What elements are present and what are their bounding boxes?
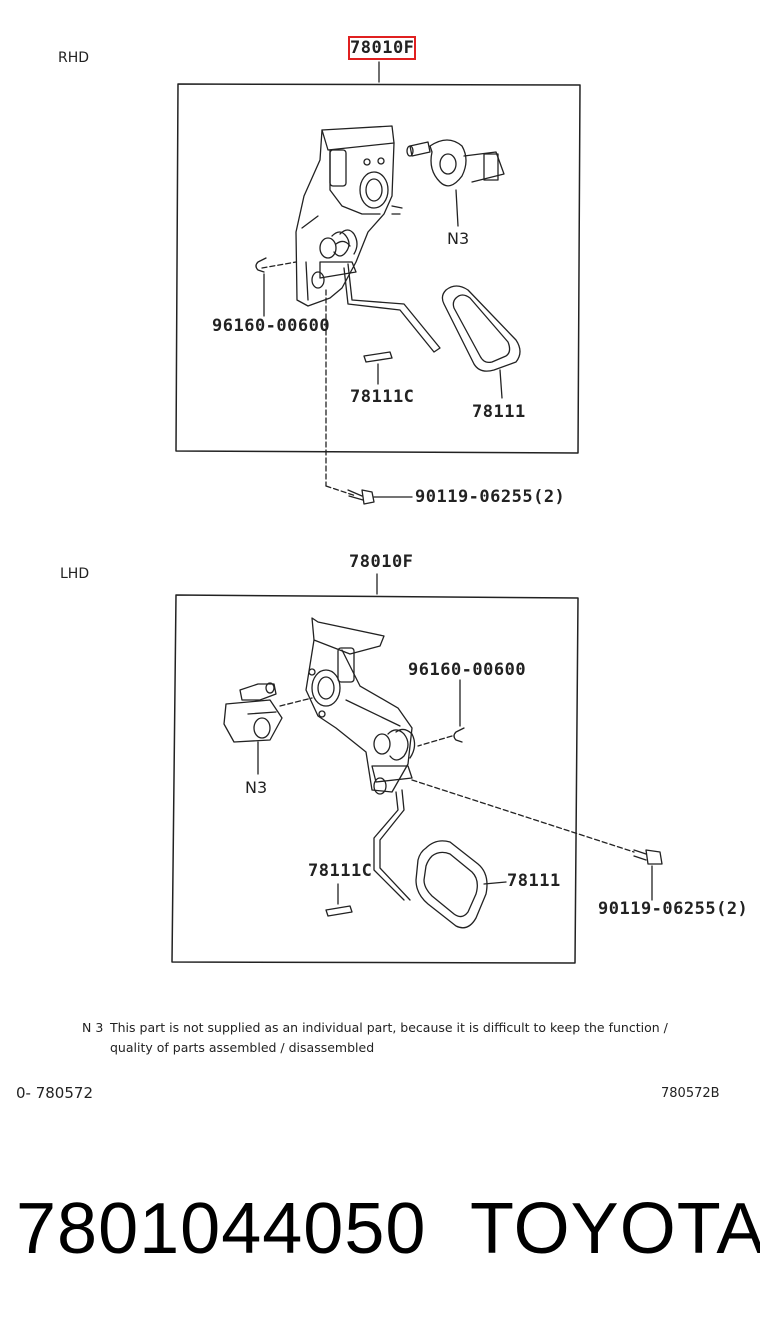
- rhd-pad-part-number[interactable]: 78111: [472, 402, 526, 422]
- lhd-pad-part-number[interactable]: 78111: [507, 871, 561, 891]
- figure-ref-left: 0- 780572: [16, 1084, 93, 1102]
- note-line-1: This part is not supplied as an individu…: [110, 1020, 668, 1035]
- rhd-pin-part-number[interactable]: 78111C: [350, 387, 415, 407]
- lhd-side-label: LHD: [60, 566, 90, 582]
- rhd-spring: [311, 229, 358, 289]
- rhd-clip-part-number[interactable]: 96160-00600: [212, 316, 331, 336]
- rhd-sensor-note-code: N3: [447, 229, 470, 248]
- lhd-pedal-arm: [373, 789, 411, 901]
- figure-ref-right: 780572B: [661, 1086, 720, 1101]
- rhd-pin: [363, 351, 393, 385]
- lhd-pin-part-number[interactable]: 78111C: [308, 861, 373, 881]
- rhd-diagram: [175, 61, 581, 505]
- caption-brand: TOYOTA: [470, 1189, 760, 1269]
- lhd-bolt: [411, 779, 663, 901]
- lhd-sensor: [223, 682, 313, 775]
- lhd-spring: [371, 728, 416, 795]
- lhd-clip: [417, 679, 465, 747]
- rhd-bolt-part-number[interactable]: 90119-06255(2): [415, 487, 566, 507]
- rhd-pad: [441, 285, 521, 399]
- rhd-clip: [255, 257, 297, 317]
- lhd-pedal-bracket: [305, 617, 413, 793]
- lhd-pin: [325, 883, 353, 917]
- rhd-frame: [175, 83, 581, 454]
- rhd-pedal-arm: [343, 263, 441, 353]
- rhd-sensor: [406, 139, 505, 227]
- lhd-frame: [171, 594, 579, 964]
- lhd-sensor-note-code: N3: [245, 778, 268, 797]
- rhd-bolt: [325, 289, 413, 505]
- lhd-clip-part-number[interactable]: 96160-00600: [408, 660, 527, 680]
- note-line-2: quality of parts assembled / disassemble…: [110, 1040, 375, 1055]
- caption-part-number: 7801044050: [16, 1189, 427, 1269]
- note-code: N 3: [82, 1020, 104, 1035]
- rhd-side-label: RHD: [58, 50, 90, 66]
- lhd-bolt-part-number[interactable]: 90119-06255(2): [598, 899, 749, 919]
- lhd-pad: [415, 840, 507, 929]
- rhd-pedal-bracket: [295, 125, 403, 307]
- lhd-assembly-part-number[interactable]: 78010F: [349, 552, 414, 572]
- rhd-assembly-part-number[interactable]: 78010F: [347, 36, 417, 60]
- lhd-diagram: [171, 573, 663, 964]
